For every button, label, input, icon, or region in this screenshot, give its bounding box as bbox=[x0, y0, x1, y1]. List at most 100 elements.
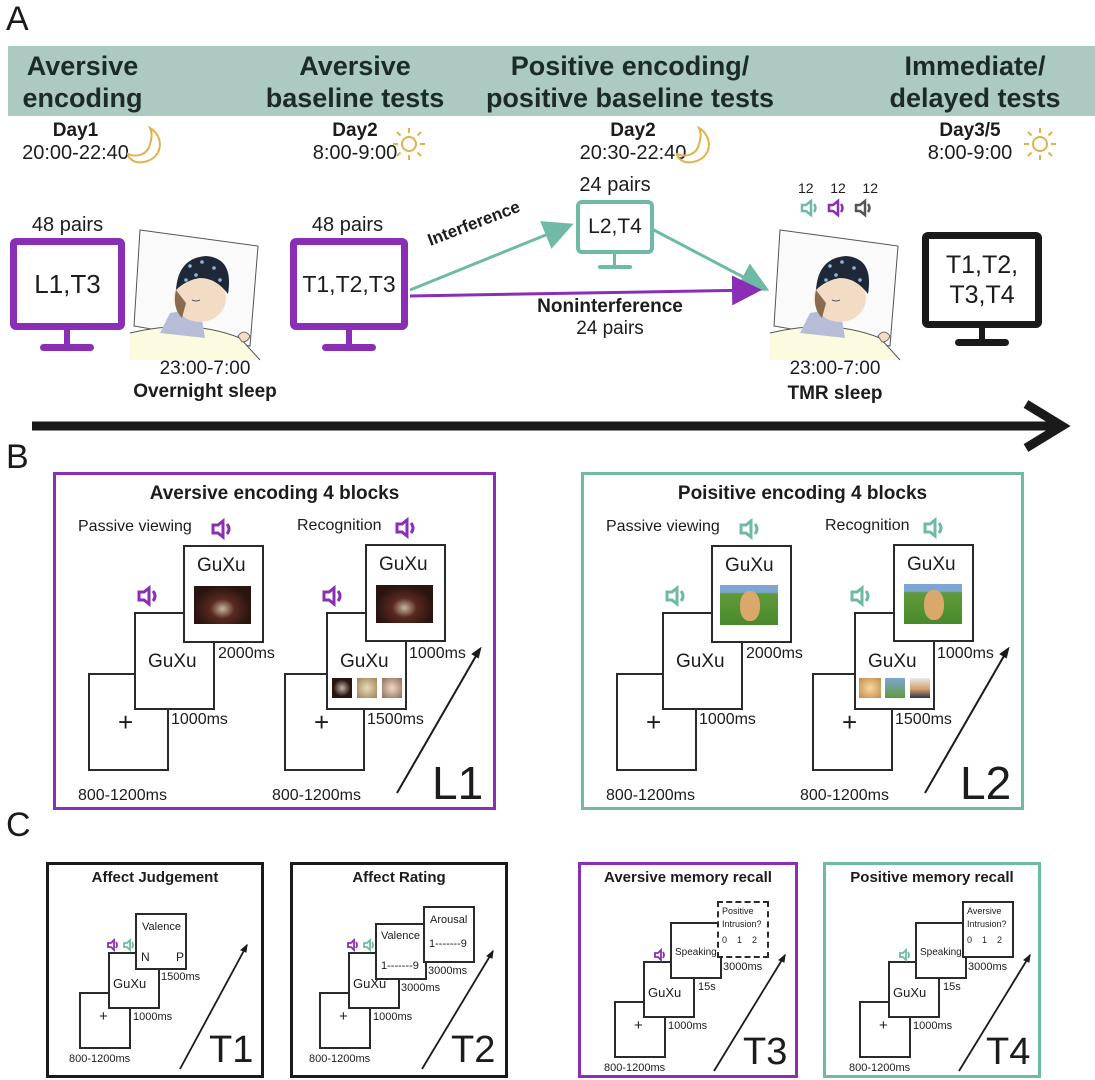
cue-word: GuXu bbox=[907, 554, 956, 575]
block-label: L1 bbox=[432, 757, 484, 809]
sleeping-person-eeg-illustration-tmr bbox=[769, 229, 901, 361]
duration-choice: 1500ms bbox=[367, 711, 424, 728]
duration-fixation: 800-1200ms bbox=[800, 787, 889, 804]
speaker-icon bbox=[665, 584, 685, 608]
monitor-stand bbox=[979, 328, 985, 342]
sleeping-person-eeg-illustration bbox=[129, 229, 261, 361]
tmr-sleep-time: 23:00-7:00 bbox=[789, 358, 881, 379]
noninterference-pairs: 24 pairs bbox=[576, 318, 644, 339]
choice-picture[interactable] bbox=[885, 678, 905, 698]
positive-option[interactable]: P bbox=[176, 950, 185, 964]
choice-picture[interactable] bbox=[859, 678, 881, 698]
phase-title-line: delayed tests bbox=[889, 83, 1061, 113]
phase-title-tests: Immediate/ delayed tests bbox=[870, 50, 1080, 114]
cue-word: GuXu bbox=[893, 985, 927, 1000]
cue-word: GuXu bbox=[868, 651, 917, 672]
duration-fixation: 800-1200ms bbox=[78, 787, 167, 804]
duration-word: 1000ms bbox=[699, 711, 756, 728]
speaker-icon-neutral bbox=[854, 198, 871, 218]
intrusion-options[interactable]: 0 1 2 bbox=[967, 935, 1003, 945]
fixation-cross: + bbox=[118, 707, 134, 737]
speaker-icon-positive bbox=[800, 198, 817, 218]
fixation-cross: + bbox=[879, 1017, 888, 1034]
speaker-icon-positive bbox=[123, 937, 134, 953]
day-label: Day1 bbox=[52, 120, 99, 141]
speaker-icons-pair bbox=[347, 937, 374, 953]
choice-picture[interactable] bbox=[357, 678, 377, 698]
duration-picture: 2000ms bbox=[746, 645, 803, 662]
duration-valence: 3000ms bbox=[401, 982, 441, 994]
duration-choice: 1500ms bbox=[895, 711, 952, 728]
cue-word: GuXu bbox=[148, 651, 197, 672]
intrusion-label: Positive bbox=[722, 906, 754, 916]
phase-title-line: encoding bbox=[22, 83, 143, 113]
panel-title: Affect Rating bbox=[352, 869, 446, 886]
fixation-cross: + bbox=[314, 707, 330, 737]
cue-word: GuXu bbox=[725, 555, 774, 576]
monitor-l2-t4: L2,T4 bbox=[576, 200, 654, 254]
phase-title-line: Aversive bbox=[26, 51, 139, 81]
intrusion-options[interactable]: 0 1 2 bbox=[722, 935, 758, 945]
sun-icon bbox=[393, 128, 425, 160]
fixation-cross: + bbox=[842, 707, 858, 737]
fixation-frame bbox=[614, 1001, 666, 1058]
monitor-base bbox=[955, 339, 1009, 346]
sun-icon bbox=[1024, 128, 1056, 160]
section-label-c: C bbox=[6, 806, 31, 844]
arousal-scale[interactable]: 1-------9 bbox=[429, 938, 467, 950]
speaker-icon bbox=[850, 584, 870, 608]
phase-title-aversive-encoding: Aversive encoding bbox=[0, 50, 165, 114]
time-arrow bbox=[421, 949, 494, 1070]
speaker-icon-aversive bbox=[347, 937, 358, 953]
choice-picture[interactable] bbox=[382, 678, 402, 698]
panel-l2-positive-encoding: Poisitive encoding 4 blocks Passive view… bbox=[581, 472, 1024, 810]
moon-icon bbox=[675, 125, 710, 164]
recognition-label: Recognition bbox=[297, 517, 382, 534]
duration-speaking: 15s bbox=[698, 981, 716, 993]
arousal-frame bbox=[423, 906, 475, 963]
time-label: 8:00-9:00 bbox=[927, 142, 1013, 164]
choice-picture[interactable] bbox=[332, 678, 352, 698]
monitor-text-line: T3,T4 bbox=[949, 281, 1015, 309]
duration-word: 1000ms bbox=[668, 1020, 708, 1032]
phase-schedule-4: Day3/5 8:00-9:00 bbox=[905, 120, 1035, 164]
phase-schedule-2: Day2 8:00-9:00 bbox=[290, 120, 420, 164]
phase-title-aversive-baseline: Aversive baseline tests bbox=[265, 50, 445, 114]
day-label: Day3/5 bbox=[939, 120, 1001, 141]
overnight-sleep-label: Overnight sleep bbox=[133, 381, 277, 402]
speaker-icon-positive bbox=[363, 937, 374, 953]
test-label: T2 bbox=[451, 1029, 496, 1071]
pairs-label: 24 pairs bbox=[579, 174, 651, 196]
phase-title-line: Positive encoding/ bbox=[510, 51, 750, 81]
monitor-base bbox=[598, 265, 632, 269]
duration-feedback: 1000ms bbox=[937, 645, 994, 662]
section-label-b: B bbox=[6, 438, 29, 476]
speaker-icon-aversive bbox=[654, 947, 665, 963]
speaker-icon bbox=[395, 516, 415, 540]
panel-title: Aversive memory recall bbox=[604, 869, 772, 886]
panel-title: Aversive encoding 4 blocks bbox=[149, 483, 400, 504]
choice-picture[interactable] bbox=[910, 678, 930, 698]
phase-title-line: Immediate/ bbox=[904, 51, 1046, 81]
speaking-label: Speaking bbox=[675, 947, 717, 958]
time-label: 20:00-22:40 bbox=[22, 142, 129, 164]
duration-fixation: 800-1200ms bbox=[604, 1062, 666, 1074]
intrusion-label: Aversive bbox=[967, 906, 1002, 916]
recognition-label: Recognition bbox=[825, 517, 910, 534]
speaker-icon bbox=[923, 516, 943, 540]
monitor-base bbox=[322, 344, 376, 351]
monitor-text-line: T1,T2, bbox=[945, 251, 1019, 279]
duration-fixation: 800-1200ms bbox=[606, 787, 695, 804]
intrusion-label: Intrusion? bbox=[967, 919, 1007, 929]
valence-scale[interactable]: 1-------9 bbox=[381, 960, 419, 972]
duration-word: 1000ms bbox=[913, 1020, 953, 1032]
tmr-cue-counts: 12 12 12 bbox=[798, 180, 878, 196]
duration-fixation: 800-1200ms bbox=[69, 1053, 131, 1065]
panel-t2-affect-rating: Affect Rating + GuXu Valence 1-------9 A… bbox=[290, 862, 508, 1078]
time-arrow bbox=[396, 646, 482, 794]
day-label: Day2 bbox=[332, 120, 378, 141]
monitor-l1-t3: L1,T3 bbox=[10, 238, 125, 330]
time-label: 20:30-22:40 bbox=[579, 142, 687, 164]
duration-word: 1000ms bbox=[373, 1011, 413, 1023]
negative-option[interactable]: N bbox=[141, 950, 150, 964]
